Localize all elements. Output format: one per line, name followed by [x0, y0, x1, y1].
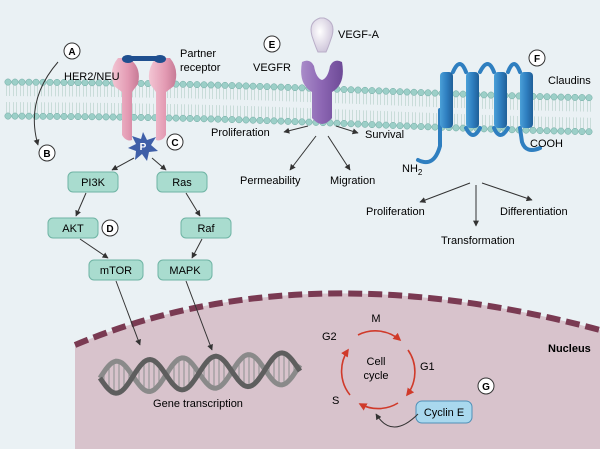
svg-text:D: D: [106, 224, 113, 235]
vegfa-ligand: [310, 17, 334, 53]
phase-m: M: [371, 313, 380, 325]
akt-box: AKT: [47, 217, 99, 239]
vegf-effect-survival: Survival: [365, 129, 404, 141]
raf-box: Raf: [180, 217, 232, 239]
claudin-effect-arrows: [419, 182, 533, 227]
claudin-effect-proliferation: Proliferation: [366, 206, 425, 218]
phase-g2: G2: [322, 331, 337, 343]
badge-a: A: [63, 42, 81, 60]
dna-helix: [97, 350, 303, 396]
cooh-label: COOH: [530, 138, 563, 150]
svg-text:PI3K: PI3K: [81, 177, 106, 189]
phase-g1: G1: [420, 361, 435, 373]
svg-text:Cyclin E: Cyclin E: [424, 407, 464, 419]
vegfr-label: VEGFR: [253, 62, 291, 74]
badge-b: B: [38, 144, 56, 162]
partner-label-line1: Partner: [180, 48, 216, 60]
vegf-effect-proliferation: Proliferation: [211, 127, 270, 139]
phase-s: S: [332, 395, 339, 407]
badge-g: G: [477, 377, 495, 395]
gene-transcription-label: Gene transcription: [153, 398, 243, 410]
cell-cycle-title-line1: Cell: [367, 356, 386, 368]
vegf-effect-migration: Migration: [330, 175, 375, 187]
svg-text:A: A: [68, 47, 75, 58]
svg-text:Raf: Raf: [197, 223, 215, 235]
cyclin-e-box: Cyclin E: [415, 400, 473, 424]
phospho-label: P: [140, 142, 147, 153]
claudins-label: Claudins: [548, 75, 591, 87]
claudin-effect-transformation: Transformation: [441, 235, 515, 247]
badge-c: C: [166, 133, 184, 151]
vegfa-label: VEGF-A: [338, 29, 380, 41]
her2-receptor: [111, 55, 177, 141]
svg-text:F: F: [534, 54, 540, 65]
vegfr-receptor: [301, 60, 343, 124]
svg-text:C: C: [171, 138, 178, 149]
badge-d: D: [101, 219, 119, 237]
cell-cycle-title-line2: cycle: [363, 370, 388, 382]
svg-text:E: E: [269, 40, 276, 51]
svg-text:MAPK: MAPK: [169, 265, 201, 277]
cell-cycle-arrows: [340, 330, 416, 411]
svg-text:G: G: [482, 382, 490, 393]
nh2-label: NH2: [402, 163, 423, 177]
svg-text:B: B: [43, 149, 50, 160]
claudin-effect-differentiation: Differentiation: [500, 206, 568, 218]
svg-text:Ras: Ras: [172, 177, 192, 189]
nuclear-envelope: [73, 290, 600, 348]
arrow-a-to-b: [33, 61, 59, 146]
cyclin-arrow: [375, 413, 419, 428]
claudin-protein: [416, 62, 542, 165]
vegf-effect-permeability: Permeability: [240, 175, 301, 187]
ras-box: Ras: [156, 171, 208, 193]
pi3k-box: PI3K: [67, 171, 119, 193]
pathway-arrows: [75, 157, 213, 351]
partner-label-line2: receptor: [180, 62, 221, 74]
svg-text:AKT: AKT: [62, 223, 84, 235]
svg-text:mTOR: mTOR: [100, 265, 132, 277]
claudin-helices: [440, 72, 533, 128]
her2-label: HER2/NEU: [64, 71, 120, 83]
mapk-box: MAPK: [157, 259, 213, 281]
badge-f: F: [528, 49, 546, 67]
mtor-box: mTOR: [88, 259, 144, 281]
vegf-effect-arrows: [283, 125, 359, 171]
nucleus-label: Nucleus: [548, 343, 591, 355]
badge-e: E: [263, 35, 281, 53]
phosphorylation-star: [128, 132, 158, 161]
